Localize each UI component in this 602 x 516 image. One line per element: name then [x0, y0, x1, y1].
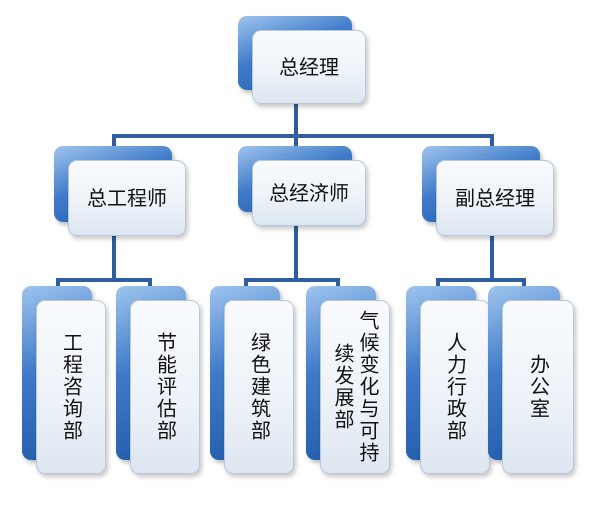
connector-to-chief-economist: [294, 134, 298, 148]
node-office: 办公室: [488, 286, 574, 474]
connector-to-deputy-gm: [490, 134, 494, 148]
node-engineering-consulting-dept: 工程咨询部: [22, 286, 106, 474]
node-label: 办公室: [526, 354, 551, 420]
node-deputy-general-manager: 副总经理: [422, 146, 554, 236]
node-green-building-dept: 绿色建筑部: [210, 286, 294, 474]
node-label: 总经济师: [269, 180, 349, 205]
connector-to-chief-engineer: [112, 134, 116, 148]
node-label: 总工程师: [87, 185, 167, 210]
connector-to-consulting: [56, 278, 60, 288]
connector-deputy-gm-down: [490, 232, 494, 280]
node-chief-engineer: 总工程师: [54, 146, 186, 236]
connector-admin-bar: [436, 278, 526, 282]
connector-root-down: [294, 101, 298, 136]
node-label: 总经理: [279, 54, 339, 79]
connector-to-energy-assessment: [148, 278, 152, 288]
node-general-manager: 总经理: [238, 16, 366, 104]
node-label: 绿色建筑部: [247, 332, 272, 442]
node-hr-admin-dept: 人力行政部: [406, 286, 490, 474]
connector-to-office: [522, 278, 526, 288]
connector-economics-bar: [244, 278, 340, 282]
connector-level2-bar: [112, 134, 494, 138]
connector-engineering-bar: [56, 278, 152, 282]
connector-chief-engineer-down: [112, 232, 116, 280]
connector-to-green-building: [244, 278, 248, 288]
node-chief-economist: 总经济师: [238, 146, 366, 226]
connector-to-climate: [336, 278, 340, 288]
node-label: 节能评估部: [153, 332, 178, 442]
node-label: 人力行政部: [443, 332, 468, 442]
node-label: 副总经理: [455, 185, 535, 210]
node-label: 工程咨询部: [59, 332, 84, 442]
node-climate-sustainability-dept: 气候变化与可持续发展部: [306, 286, 390, 474]
connector-chief-economist-down: [294, 222, 298, 280]
node-label: 气候变化与可持续发展部: [331, 310, 380, 464]
connector-to-hr-admin: [436, 278, 440, 288]
node-energy-assessment-dept: 节能评估部: [116, 286, 200, 474]
